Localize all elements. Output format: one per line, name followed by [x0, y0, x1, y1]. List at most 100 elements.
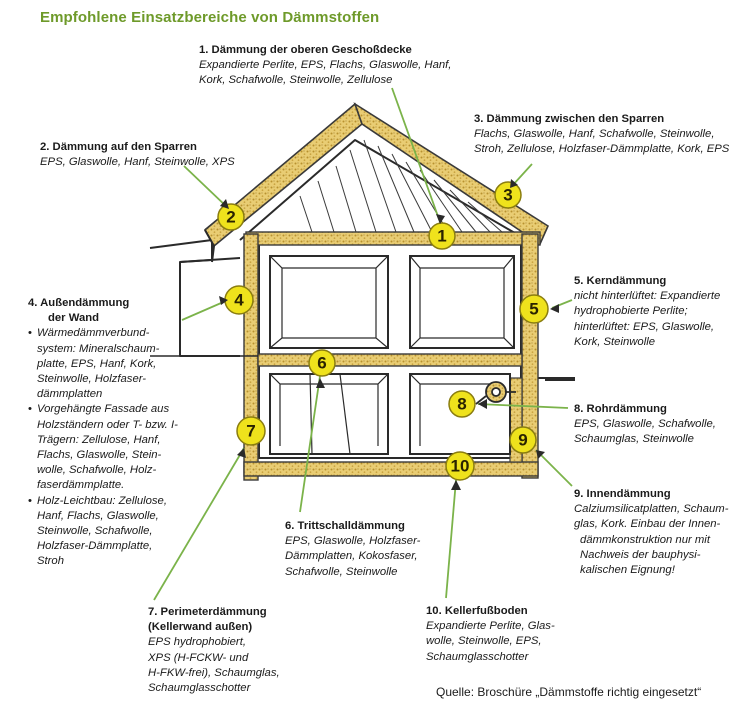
arrowhead-3 — [510, 179, 518, 188]
callout-material: Stroh, Zellulose, Holzfaser-Dämmplatte, … — [474, 143, 730, 156]
callout-material: nicht hinterlüftet: Expandierte — [574, 290, 721, 303]
badge-5-icon: 5 — [519, 294, 549, 324]
callout-heading: 3. Dämmung zwischen den Sparren — [474, 113, 665, 125]
arrowhead-10 — [451, 480, 461, 490]
callout-material: Calziumsilicatplatten, Schaum- — [574, 503, 729, 516]
callout-heading: 2. Dämmung auf den Sparren — [40, 141, 197, 153]
svg-text:7: 7 — [246, 422, 255, 441]
callout-material: Expandierte Perlite, Glas- — [426, 620, 555, 633]
room-upper-right — [409, 255, 515, 349]
callout-material: hinterlüftet: EPS, Glaswolle, — [574, 320, 715, 333]
callout-material: Steinwolle, Holzfaser- — [37, 373, 147, 386]
callout-heading: 9. Innendämmung — [574, 488, 671, 500]
callout-material: Expandierte Perlite, EPS, Flachs, Glaswo… — [199, 59, 452, 72]
leader-10 — [445, 479, 457, 599]
callout-material: EPS, Glaswolle, Hanf, Steinwolle, XPS — [40, 156, 235, 169]
svg-text:1: 1 — [437, 227, 446, 246]
leader-3 — [511, 163, 533, 187]
basement-floor-insulation — [243, 461, 539, 477]
callout-material: Vorgehängte Fassade aus — [37, 403, 170, 416]
badge-1-icon: 1 — [428, 222, 456, 250]
svg-text:9: 9 — [518, 431, 527, 450]
callout-material: XPS (H-FCKW- und — [148, 651, 249, 664]
callout-material: hydrophobierte Perlite; — [574, 305, 688, 318]
callout-2: 2. Dämmung auf den Sparren EPS, Glaswoll… — [40, 140, 235, 170]
callout-material: Schafwolle, Steinwolle — [285, 565, 398, 578]
arrowhead-1 — [436, 214, 445, 224]
impact-sound-insulation — [257, 353, 523, 367]
callout-material: Nachweis der bauphysi- — [580, 548, 701, 561]
leader-2 — [183, 165, 229, 209]
leader-1 — [391, 87, 441, 223]
callout-material: Schaumglasschotter — [148, 682, 251, 695]
pipe — [475, 381, 516, 405]
leader-7 — [153, 447, 245, 601]
callout-heading: der Wand — [48, 312, 100, 325]
callout-material: EPS, Glaswolle, Holzfaser- — [285, 535, 421, 548]
svg-text:3: 3 — [503, 186, 512, 205]
callout-1: 1. Dämmung der oberen Geschoßdecke Expan… — [199, 43, 451, 89]
leader-8 — [477, 403, 569, 409]
upper-ceiling-insulation — [245, 231, 541, 246]
arrowhead-4 — [219, 296, 228, 305]
callout-material: Flachs, Glaswolle, Hanf, Schafwolle, Ste… — [474, 128, 715, 141]
callout-5: 5. Kerndämmung nicht hinterlüftet: Expan… — [574, 274, 720, 350]
arrowhead-5 — [550, 304, 559, 313]
inner-frame — [258, 242, 522, 459]
callout-material: Wärmedämmverbund- — [37, 327, 150, 340]
arrowhead-9 — [536, 450, 545, 459]
arrowhead-6 — [316, 378, 325, 388]
svg-text:10: 10 — [451, 457, 470, 476]
callout-material: Stroh — [37, 555, 65, 568]
callout-material: Dämmplatten, Kokosfaser, — [285, 550, 418, 563]
callout-7: 7. Perimeterdämmung (Kellerwand außen) E… — [148, 605, 280, 696]
arrowhead-8 — [478, 399, 487, 409]
callout-material: Holz-Leichtbau: Zellulose, — [37, 494, 167, 507]
annex-top-line — [179, 257, 241, 263]
list-item: Vorgehängte Fassade aus Holzständern ode… — [28, 402, 178, 493]
callout-heading: (Kellerwand außen) — [148, 621, 253, 634]
callout-heading: 8. Rohrdämmung — [574, 403, 667, 415]
badge-7-icon: 7 — [236, 416, 266, 446]
callout-bullet-list: Wärmedämmverbund- system: Mineralschaum-… — [28, 326, 178, 569]
room-lower-left — [269, 373, 389, 455]
callout-material: Holzständern oder T- bzw. I- — [37, 418, 178, 431]
badge-2-icon: 2 — [217, 203, 245, 231]
svg-text:4: 4 — [234, 291, 244, 310]
badge-4-icon: 4 — [224, 285, 254, 315]
callout-heading: 5. Kerndämmung — [574, 275, 667, 287]
leader-4 — [181, 299, 229, 321]
callout-material: Kork, Schafwolle, Steinwolle, Zellulose — [199, 74, 393, 87]
callout-material: faserdämmplatte. — [37, 479, 125, 492]
leader-6 — [299, 375, 321, 513]
list-item: Wärmedämmverbund- system: Mineralschaum-… — [28, 326, 178, 402]
callout-material: H-FKW-frei), Schaumglas, — [148, 666, 280, 679]
callout-10: 10. Kellerfußboden Expandierte Perlite, … — [426, 604, 555, 665]
callout-heading: 1. Dämmung der oberen Geschoßdecke — [199, 44, 412, 56]
badge-10-icon: 10 — [445, 451, 475, 481]
callout-material: wolle, Steinwolle, EPS, — [426, 635, 542, 648]
room-upper-left — [269, 255, 389, 349]
svg-text:6: 6 — [317, 354, 326, 373]
callout-heading: 7. Perimeterdämmung — [148, 606, 267, 618]
callout-material: Schaumglas, Steinwolle — [574, 433, 694, 446]
arrowhead-2 — [220, 199, 229, 209]
arrowhead-7 — [237, 448, 246, 458]
callout-material: EPS hydrophobiert, — [148, 636, 246, 649]
callout-6: 6. Trittschalldämmung EPS, Glaswolle, Ho… — [285, 519, 420, 580]
callout-material: glas, Kork. Einbau der Innen- — [574, 518, 721, 531]
callout-material: Kork, Steinwolle — [574, 335, 655, 348]
badge-3-icon: 3 — [494, 181, 522, 209]
callout-material: Flachs, Glaswolle, Stein- — [37, 449, 162, 462]
page-title: Empfohlene Einsatzbereiche von Dämmstoff… — [40, 9, 380, 26]
badge-8-icon: 8 — [448, 390, 476, 418]
svg-text:5: 5 — [529, 300, 538, 319]
badge-6-icon: 6 — [308, 349, 336, 377]
callout-9: 9. Innendämmung Calziumsilicatplatten, S… — [574, 487, 728, 578]
callout-heading: 4. Außendämmung — [28, 297, 130, 309]
source-credit: Quelle: Broschüre „Dämmstoffe richtig ei… — [436, 685, 702, 699]
callout-material: Hanf, Flachs, Glaswolle, — [37, 509, 159, 522]
callout-material: wolle, Schafwolle, Holz- — [37, 464, 157, 477]
callout-4: 4. Außendämmung der Wand Wärmedämmverbun… — [28, 296, 178, 570]
